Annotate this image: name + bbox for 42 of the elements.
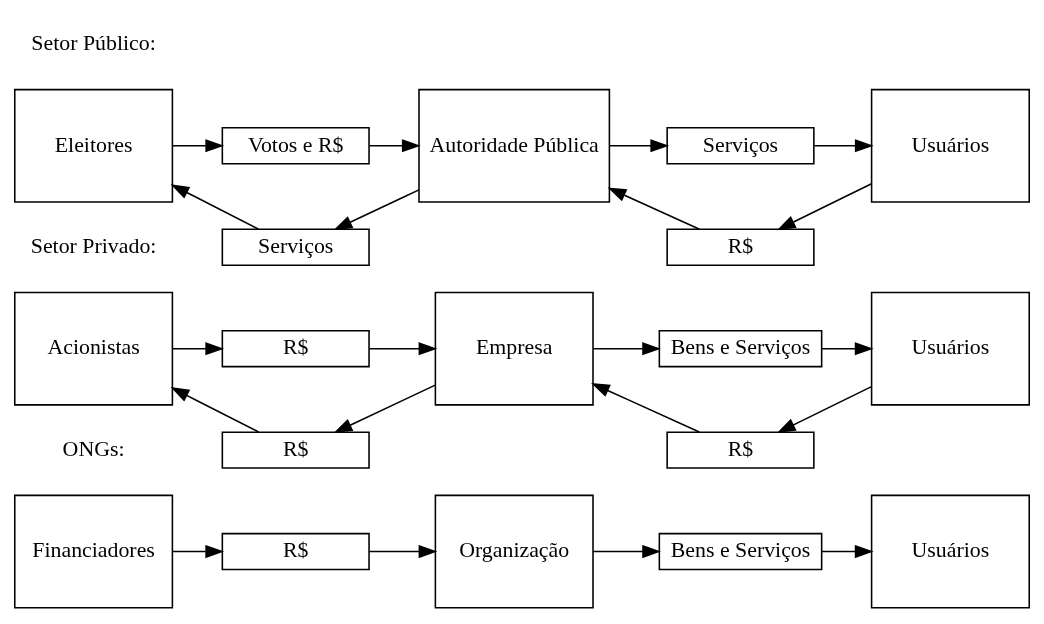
arrow — [591, 382, 701, 433]
arrow — [609, 139, 670, 153]
node-box: Eleitores — [14, 88, 174, 203]
node-box: Bens e Serviços — [658, 329, 823, 368]
label: ONGs: — [62, 436, 125, 461]
arrow — [592, 545, 661, 559]
node-box: R$ — [666, 228, 815, 266]
arrow — [821, 545, 874, 559]
node-box: Financiadores — [14, 494, 174, 609]
node-box: Empresa — [434, 291, 594, 406]
arrow — [607, 187, 700, 230]
arrow — [171, 139, 225, 153]
arrow — [333, 384, 436, 433]
node-box: Acionistas — [14, 291, 174, 406]
node-box: R$ — [221, 431, 370, 469]
node-box: Serviços — [666, 127, 815, 165]
node-box: Serviços — [221, 228, 370, 266]
arrow — [368, 545, 438, 559]
arrow — [170, 387, 260, 433]
node-box: Usuários — [870, 88, 1030, 203]
arrow — [776, 182, 873, 231]
label: Setor Público: — [31, 31, 156, 56]
node-box: R$ — [221, 329, 370, 368]
arrow — [776, 385, 873, 434]
node-box: Autoridade Pública — [418, 88, 611, 203]
arrow — [170, 184, 260, 230]
arrow — [813, 139, 874, 153]
node-box: R$ — [221, 532, 370, 571]
arrow — [368, 139, 421, 153]
arrow — [368, 342, 438, 356]
node-box: Usuários — [870, 494, 1030, 609]
arrow — [821, 342, 874, 356]
node-box: R$ — [666, 431, 815, 469]
node-box: Votos e R$ — [221, 127, 370, 165]
arrow — [592, 342, 661, 356]
node-box: Organização — [434, 494, 594, 609]
node-box: Usuários — [870, 291, 1030, 406]
node-box: Bens e Serviços — [658, 532, 823, 571]
arrow — [333, 189, 420, 231]
arrow — [171, 545, 225, 559]
label: Setor Privado: — [30, 234, 157, 258]
arrow — [171, 342, 225, 356]
